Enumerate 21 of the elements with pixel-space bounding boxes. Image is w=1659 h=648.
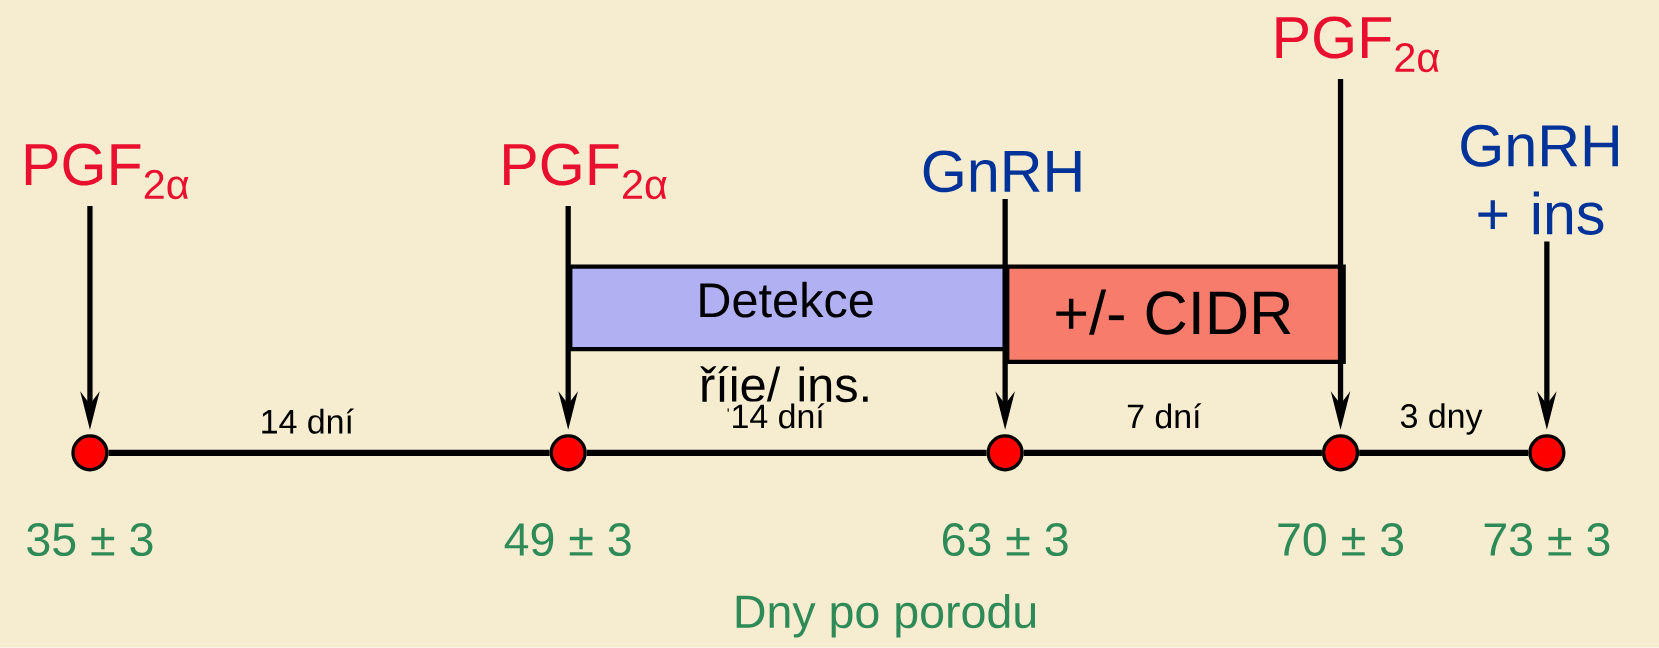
drug-label: GnRH <box>923 150 1081 193</box>
timeline-dot <box>1528 434 1566 472</box>
drug-label: PGF$_{2α}$ <box>1276 16 1440 73</box>
day-label: 73 ± 3 <box>1484 523 1610 557</box>
axis-caption: Dny po porodu <box>736 594 1036 638</box>
day-label: 49 ± 3 <box>504 523 631 557</box>
edge-label: 14 dní <box>257 406 356 436</box>
day-label: 70 ± 3 <box>1278 523 1403 557</box>
timeline-dot <box>986 434 1024 472</box>
timeline-line <box>108 449 550 457</box>
edge-label: 3 dny <box>1397 401 1485 437</box>
drug-label: PGF$_{2α}$ <box>504 143 667 200</box>
timeline-dot <box>549 434 587 472</box>
day-label: 35 ± 3 <box>27 523 153 557</box>
drug-label: PGF$_{2α}$ <box>25 143 189 200</box>
edge-label: 7 dní <box>1124 401 1204 431</box>
timeline-dot <box>71 434 109 472</box>
timeline-line <box>586 449 987 457</box>
period-bar: +/- CIDR <box>1005 264 1346 365</box>
drug-label: GnRH + ins <box>1461 125 1618 236</box>
day-label: 63 ± 3 <box>942 523 1068 557</box>
